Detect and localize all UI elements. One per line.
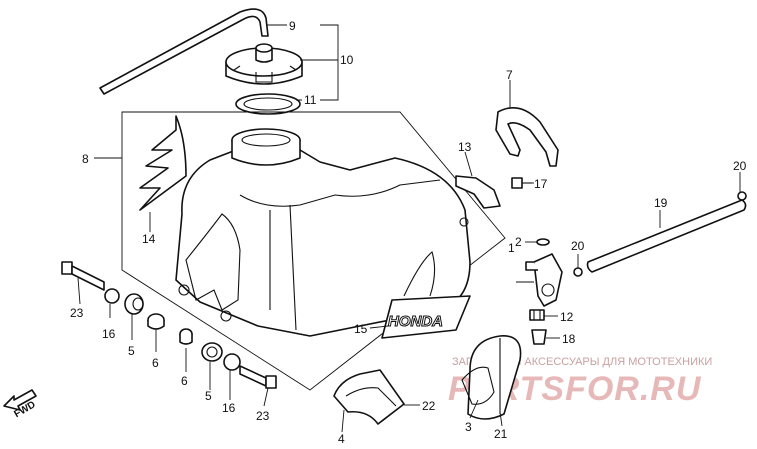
callout-13: 13 [458,140,472,154]
valve-screw [536,238,550,246]
callout-6b: 6 [181,374,188,388]
valve-nut [529,309,545,321]
callout-16b: 16 [222,401,236,415]
fuel-hose [586,199,747,273]
hose-clip [737,191,747,201]
callout-23: 23 [70,306,84,320]
callout-5b: 5 [205,389,212,403]
callout-21: 21 [494,427,508,441]
washer [104,288,120,304]
callout-1: 1 [508,241,515,255]
cap-gasket [235,93,301,115]
callout-14: 14 [142,232,156,246]
knee-pad [333,369,405,425]
callout-3: 3 [465,420,472,434]
callout-5: 5 [128,344,135,358]
callout-numbers: 1 2 3 4 5 5 6 6 7 8 9 10 11 12 13 14 15 … [70,19,747,446]
callout-7: 7 [506,68,513,82]
mounting-bolt [61,261,105,291]
honda-emblem-text: HONDA [388,313,443,330]
washer [223,353,241,371]
tank-mount-bracket [495,106,559,167]
callout-16: 16 [102,327,116,341]
wing-emblem [139,115,187,211]
fuel-cap [225,43,303,85]
callout-8: 8 [82,152,89,166]
rubber-cushion [124,293,144,315]
side-shroud [461,335,522,420]
fuel-valve [525,253,563,307]
breather-tube [99,8,269,95]
callout-20b: 20 [733,159,747,173]
callout-20: 20 [571,239,585,253]
callout-12: 12 [560,310,574,324]
callout-11: 11 [304,93,317,107]
bracket-bolt [511,177,532,189]
fuel-cock-bracket [455,175,501,209]
callout-9: 9 [289,19,296,33]
leader-lines [77,24,741,433]
callout-19: 19 [654,196,668,210]
mounting-bolt [239,365,277,389]
valve-bolt [531,329,547,345]
rubber-cushion [201,342,223,362]
callout-18: 18 [562,332,576,346]
honda-emblem: HONDA [381,251,471,339]
collar [147,313,165,330]
forward-direction-arrow: FWD [3,389,38,420]
callout-10: 10 [340,53,354,67]
callout-17: 17 [534,177,548,191]
callout-6: 6 [152,356,159,370]
callout-4: 4 [338,432,345,446]
hose-clip [573,267,583,277]
collar [179,328,193,345]
callout-23b: 23 [256,409,270,423]
callout-22: 22 [422,399,436,413]
callout-2: 2 [515,235,522,249]
callout-15: 15 [354,322,368,336]
